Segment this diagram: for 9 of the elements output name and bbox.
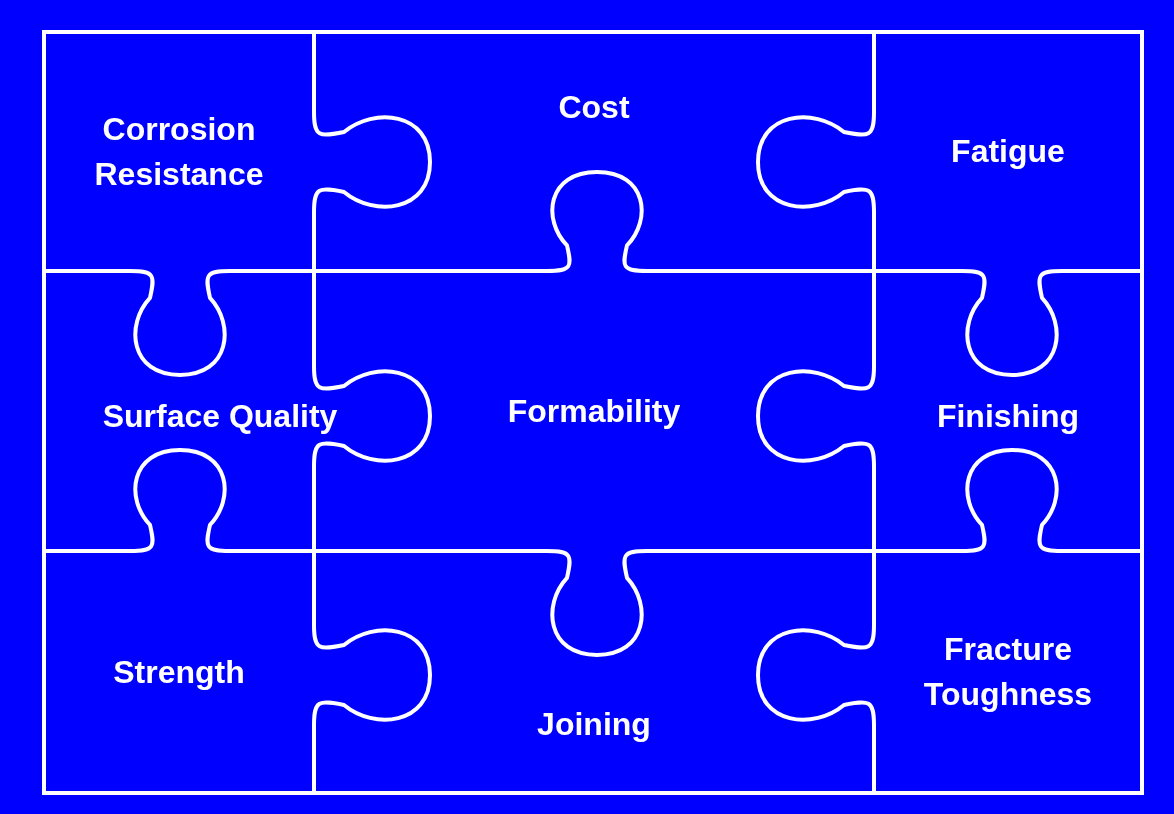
piece-label: Joining [537, 704, 651, 744]
piece-label: Strength [113, 652, 245, 692]
piece-label: Surface Quality [102, 396, 338, 436]
piece-label: Fatigue [951, 132, 1065, 171]
piece-label: Fracture Toughness [922, 630, 1094, 714]
piece-label: Formability [507, 391, 681, 431]
piece-label: Cost [558, 87, 630, 127]
piece-label: Corrosion Resistance [93, 109, 265, 194]
piece-label: Finishing [936, 396, 1080, 436]
